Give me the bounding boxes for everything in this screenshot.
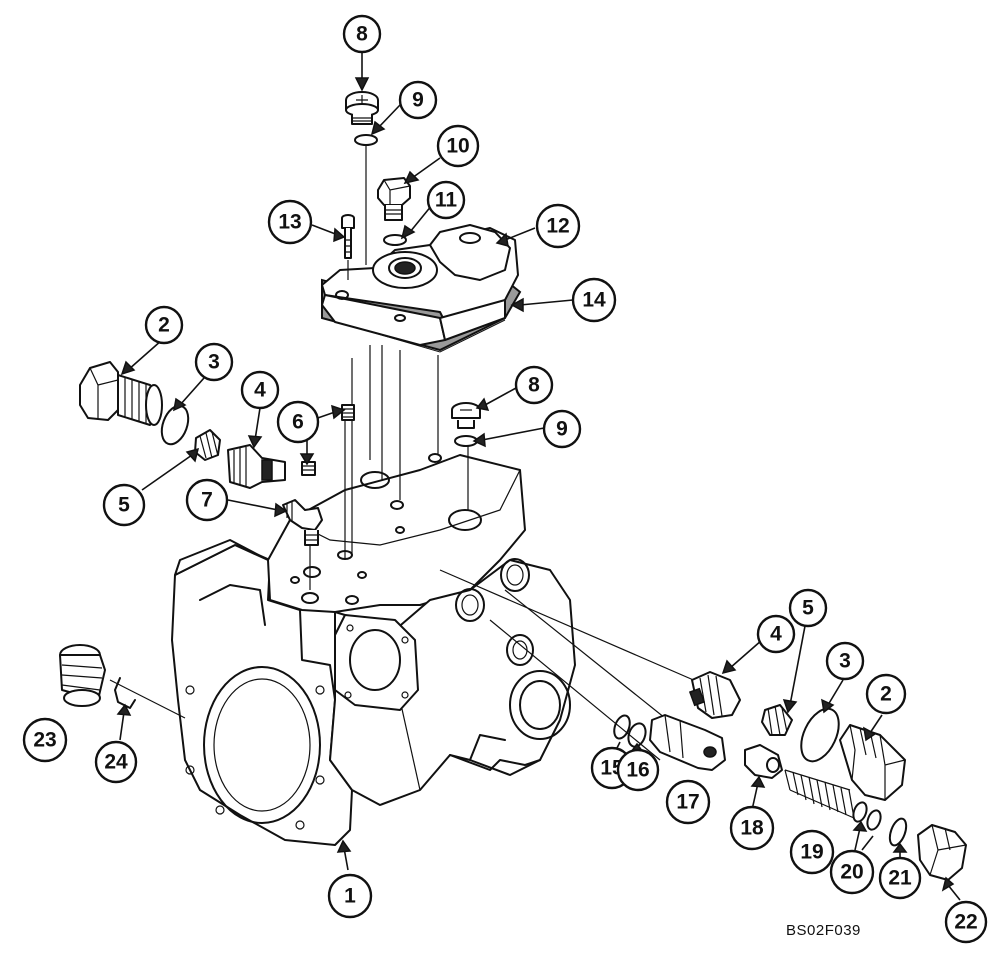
callout-3-left: 3 (194, 342, 234, 382)
callout-10: 10 (436, 124, 480, 168)
callout-24: 24 (94, 740, 138, 784)
callout-label: 2 (880, 683, 892, 706)
hex-plug-left (79, 361, 163, 426)
callout-2-right: 2 (865, 673, 907, 715)
callout-label: 2 (158, 314, 170, 337)
callout-1: 1 (327, 873, 373, 919)
callout-label: 14 (582, 289, 606, 312)
callout-8-top: 8 (342, 14, 382, 54)
shim-b (866, 809, 882, 831)
set-screw (301, 404, 355, 476)
callout-label: 12 (546, 215, 569, 238)
shim-a (852, 801, 868, 823)
callout-20: 20 (829, 849, 875, 895)
callout-6: 6 (276, 400, 320, 444)
callout-19: 19 (789, 829, 835, 875)
callout-label: 7 (201, 489, 213, 512)
callout-label: 16 (626, 759, 649, 782)
callout-9-top: 9 (398, 80, 438, 120)
callout-label: 5 (118, 494, 130, 517)
snap-ring-left (114, 677, 136, 709)
callout-label: 8 (528, 374, 540, 397)
callout-label: 21 (888, 867, 912, 890)
callout-label: 24 (104, 751, 128, 774)
callout-label: 3 (839, 650, 851, 673)
callout-13: 13 (267, 199, 313, 245)
o-ring-top (354, 134, 378, 146)
callout-22: 22 (944, 900, 988, 944)
o-ring-cover (383, 234, 407, 246)
callout-label: 17 (676, 791, 699, 814)
callout-label: 10 (446, 135, 469, 158)
hex-plug (377, 177, 411, 221)
spring-right (761, 704, 793, 736)
o-ring-right-large (800, 707, 840, 763)
callout-label: 13 (278, 211, 301, 234)
ring-16 (627, 722, 647, 748)
callout-9-right: 9 (542, 409, 582, 449)
spool (649, 714, 726, 771)
callout-label: 11 (435, 189, 458, 212)
callout-label: 5 (802, 597, 814, 620)
leader-lines (116, 52, 961, 901)
bolt (341, 214, 355, 259)
plug-left-bottom (59, 644, 106, 707)
callout-4-left: 4 (240, 370, 280, 410)
callout-label: 8 (356, 23, 368, 46)
relief-valve-left (227, 444, 286, 489)
callout-23: 23 (22, 717, 68, 763)
spring-left (194, 429, 221, 461)
callout-label: 6 (292, 411, 304, 434)
callout-label: 20 (840, 861, 863, 884)
callout-17: 17 (665, 779, 711, 825)
callout-8-right: 8 (514, 365, 554, 405)
o-ring-21 (888, 817, 908, 847)
callout-7: 7 (185, 478, 229, 522)
drawing-code: BS02F039 (786, 922, 861, 939)
plug-right (451, 402, 481, 429)
callout-12: 12 (535, 203, 581, 249)
callout-14: 14 (571, 277, 617, 323)
callout-label: 4 (770, 623, 782, 646)
callout-2-left: 2 (144, 305, 184, 345)
o-ring-15 (613, 714, 631, 740)
callout-16: 16 (616, 748, 660, 792)
long-spring (784, 769, 855, 819)
callout-label: 19 (800, 841, 823, 864)
callout-label: 18 (740, 817, 764, 840)
callout-label: 9 (556, 418, 568, 441)
callout-11: 11 (426, 180, 466, 220)
callout-18: 18 (729, 805, 775, 851)
cover-plate (321, 224, 519, 346)
hex-plug-22 (917, 824, 967, 881)
callout-4-right: 4 (756, 614, 796, 654)
callout-label: 23 (33, 729, 56, 752)
callout-3-right: 3 (825, 641, 865, 681)
callout-label: 1 (344, 885, 356, 908)
pin (744, 744, 783, 779)
callout-label: 4 (254, 379, 266, 402)
elbow-fitting (282, 499, 323, 546)
relief-valve-right (688, 671, 741, 719)
plug-top (345, 91, 379, 125)
callout-5-right: 5 (788, 588, 828, 628)
callout-label: 22 (954, 911, 977, 934)
pump-housing (171, 453, 576, 846)
callout-5-left: 5 (102, 483, 146, 527)
callout-label: 9 (412, 89, 424, 112)
assembly-lines (109, 145, 706, 761)
callout-label: 3 (208, 351, 220, 374)
callout-21: 21 (878, 856, 922, 900)
